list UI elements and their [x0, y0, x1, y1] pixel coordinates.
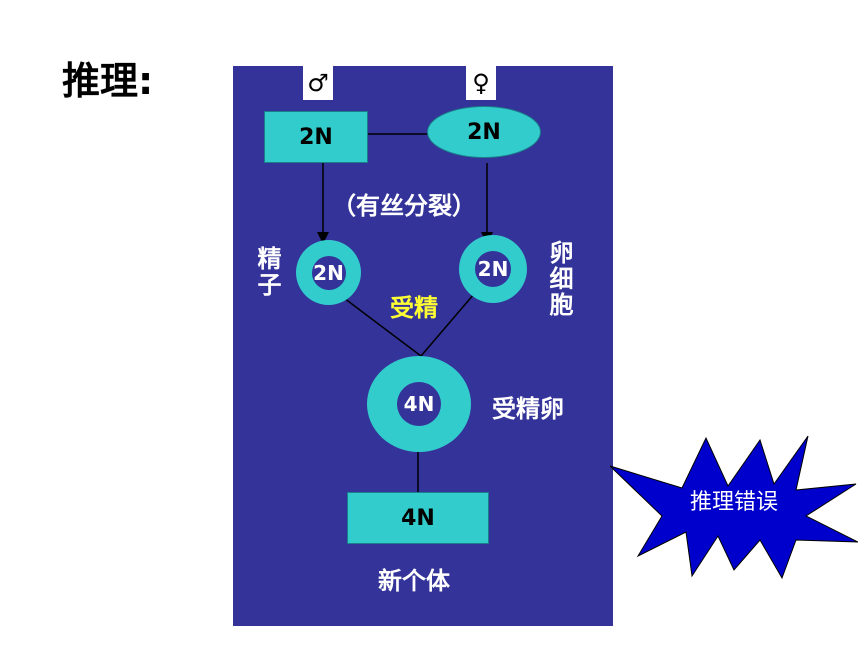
page-heading: 推理: — [62, 59, 154, 103]
sperm-label: 精子 — [253, 246, 281, 298]
female-symbol: ♀ — [466, 66, 496, 100]
egg-label: 卵细胞 — [545, 240, 573, 318]
male-symbol: ♂ — [303, 66, 333, 100]
offspring-box: 4N — [347, 492, 489, 544]
egg-to-zygote-line — [420, 293, 475, 357]
zygote-cell: 4N — [367, 356, 471, 452]
female-parent-ellipse: 2N — [427, 106, 541, 158]
egg-value: 2N — [475, 251, 511, 287]
sperm-to-zygote-line — [339, 294, 422, 357]
zygote-value: 4N — [397, 382, 441, 426]
mitosis-label: （有丝分裂） — [332, 192, 476, 220]
sperm-value: 2N — [311, 255, 346, 290]
zygote-label: 受精卵 — [492, 395, 564, 423]
sperm-cell: 2N — [296, 240, 361, 305]
starburst-callout — [610, 435, 858, 580]
fertilization-label: 受精 — [390, 294, 438, 322]
male-parent-box: 2N — [264, 111, 368, 163]
egg-cell: 2N — [459, 235, 527, 303]
callout-text: 推理错误 — [689, 490, 778, 515]
offspring-label: 新个体 — [378, 567, 450, 595]
starburst-shape — [610, 435, 858, 580]
